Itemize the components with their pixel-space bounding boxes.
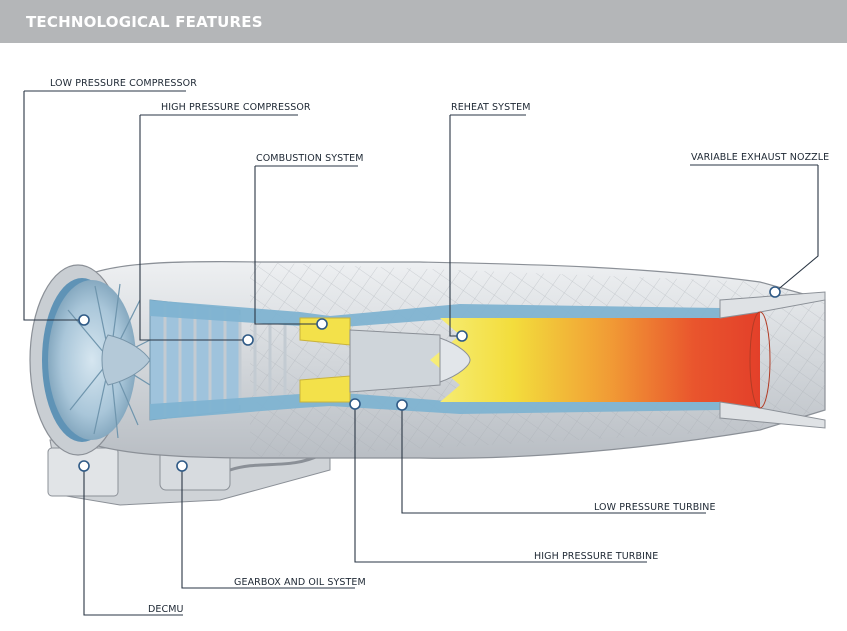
callout-line-variable-exhaust-nozzle xyxy=(774,165,819,293)
callout-line-gearbox-and-oil-system xyxy=(181,466,355,589)
bypass-flow-upper xyxy=(150,300,720,328)
callout-line-high-pressure-turbine xyxy=(354,404,647,563)
label-combustion-system: COMBUSTION SYSTEM xyxy=(256,153,364,164)
turbine-section xyxy=(349,329,441,393)
callout-line-low-pressure-turbine xyxy=(401,405,706,514)
callout-line-high-pressure-compressor xyxy=(139,115,248,341)
callout-line-decmu xyxy=(83,466,183,616)
callout-dot-reheat-system xyxy=(456,330,468,342)
combustor-lower xyxy=(299,375,351,403)
callout-line-low-pressure-compressor xyxy=(23,91,84,321)
page-title: TECHNOLOGICAL FEATURES xyxy=(26,13,263,31)
callout-dot-low-pressure-turbine xyxy=(396,399,408,411)
callout-dot-high-pressure-turbine xyxy=(349,398,361,410)
exhaust-nozzle xyxy=(719,291,826,319)
callout-dot-high-pressure-compressor xyxy=(242,334,254,346)
callout-line-combustion-system xyxy=(254,166,322,325)
label-high-pressure-turbine: HIGH PRESSURE TURBINE xyxy=(534,551,659,562)
reheat-flame xyxy=(430,312,760,408)
callout-dot-low-pressure-compressor xyxy=(78,314,90,326)
label-underlines xyxy=(24,90,818,167)
label-variable-exhaust-nozzle: VARIABLE EXHAUST NOZZLE xyxy=(691,152,830,163)
header-bar: TECHNOLOGICAL FEATURES xyxy=(0,0,847,43)
label-reheat-system: REHEAT SYSTEM xyxy=(451,102,531,113)
compressor-stages xyxy=(149,299,287,421)
callout-dot-gearbox-and-oil-system xyxy=(176,460,188,472)
label-low-pressure-turbine: LOW PRESSURE TURBINE xyxy=(594,502,716,513)
decmu-unit xyxy=(47,447,119,497)
label-gearbox-and-oil-system: GEARBOX AND OIL SYSTEM xyxy=(234,577,366,588)
nose-cone xyxy=(101,334,151,386)
label-decmu: DECMU xyxy=(148,604,184,615)
callout-dot-variable-exhaust-nozzle xyxy=(769,286,781,298)
callout-dot-combustion-system xyxy=(316,318,328,330)
bypass-flow-lower xyxy=(150,392,720,420)
label-low-pressure-compressor: LOW PRESSURE COMPRESSOR xyxy=(50,78,197,89)
label-high-pressure-compressor: HIGH PRESSURE COMPRESSOR xyxy=(161,102,311,113)
callout-dot-decmu xyxy=(78,460,90,472)
